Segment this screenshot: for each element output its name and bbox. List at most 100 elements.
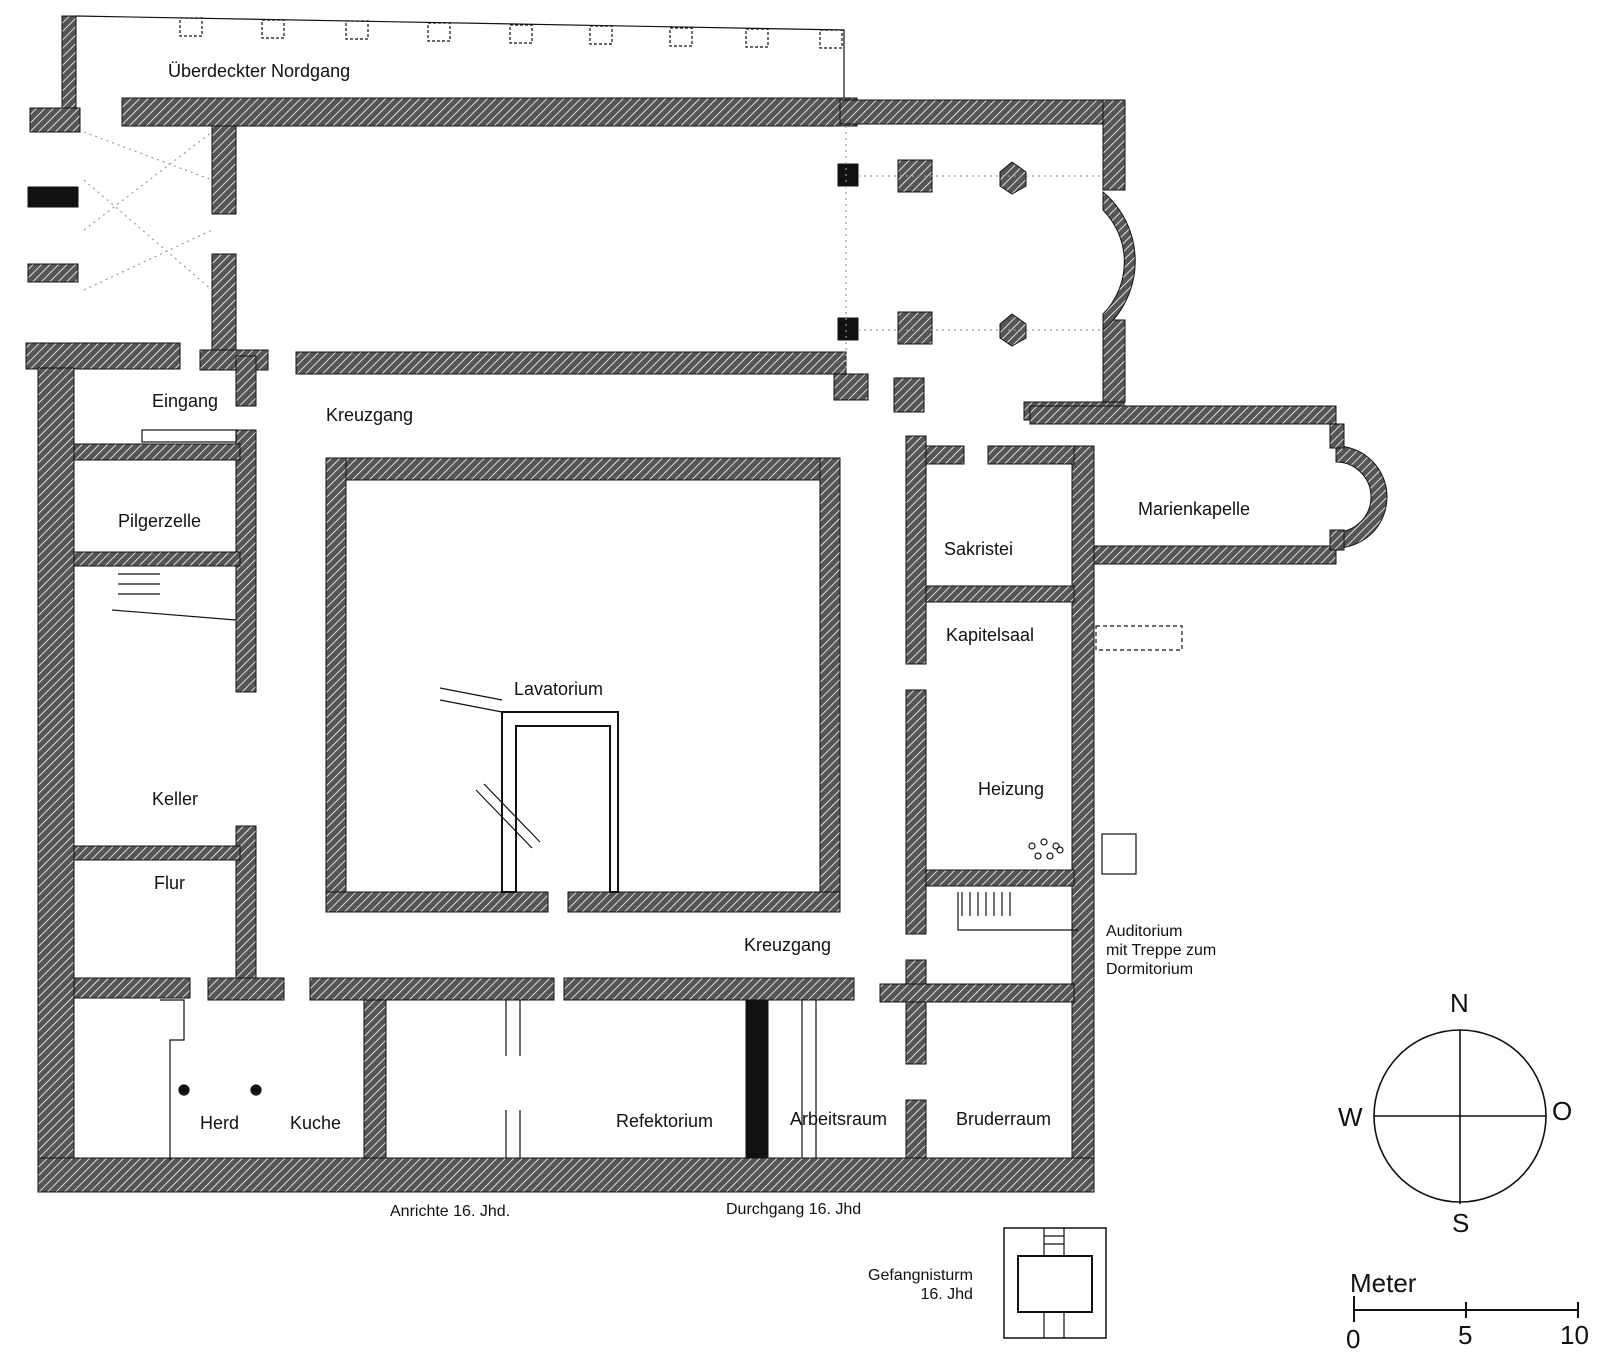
chapter-outside-step xyxy=(1095,625,1183,651)
stair-auditorium xyxy=(957,892,1078,931)
wall-entry-pier-lower xyxy=(211,253,237,357)
wall-south-cloister-1 xyxy=(73,977,191,999)
gefangnisturm-stair xyxy=(1043,1228,1065,1338)
wall-east-range-east xyxy=(1071,445,1095,1159)
compass-south: S xyxy=(1452,1208,1470,1238)
wall-nordgang-south xyxy=(121,97,858,127)
wall-south-range-outer xyxy=(37,1157,1095,1193)
entry-vault-lines xyxy=(83,131,213,291)
pillar-7 xyxy=(893,377,925,413)
label-marienkapelle: Marienkapelle xyxy=(1138,499,1251,519)
wall-south-cloister-4 xyxy=(563,977,855,1001)
compass-rose xyxy=(1373,1029,1547,1204)
label-anrichte: Anrichte 16. Jhd. xyxy=(390,1203,511,1220)
wall-north-cloister-2 xyxy=(199,349,269,371)
wall-sacristy-north-2 xyxy=(987,445,1075,465)
gefangnisturm-outline xyxy=(1003,1227,1107,1339)
label-gefangnisturm: Gefangnisturm 16. Jhd xyxy=(868,1267,973,1304)
label-herd: Herd xyxy=(200,1113,240,1133)
wall-garth-north xyxy=(325,457,841,481)
wall-east-range-west-4 xyxy=(905,1099,927,1161)
pillar-4 xyxy=(837,317,859,341)
wall-chapel-apse-pier-1 xyxy=(1329,423,1345,449)
heizung-vents xyxy=(1028,838,1064,860)
wall-sacristy-south xyxy=(925,585,1075,603)
nordgang-pier-4 xyxy=(427,22,451,42)
wall-north-cloister-3 xyxy=(295,351,847,375)
wall-east-range-west-3 xyxy=(905,959,927,1065)
pillar-6 xyxy=(999,313,1027,347)
anrichte-wall xyxy=(505,1000,521,1158)
compass-east: O xyxy=(1552,1096,1573,1126)
hearth-post-1 xyxy=(178,1084,190,1096)
label-sakristei: Sakristei xyxy=(944,539,1014,559)
label-durchgang: Durchgang 16. Jhd xyxy=(726,1201,862,1218)
label-heizung: Heizung xyxy=(978,779,1045,799)
wall-sacristy-north-1 xyxy=(925,445,965,465)
nordgang-outline xyxy=(75,15,845,98)
wall-church-east-lower xyxy=(1102,319,1126,403)
wall-church-east-upper xyxy=(1102,99,1126,191)
wall-entry-pier-foot xyxy=(235,355,257,407)
lavatorium-outline xyxy=(501,711,619,893)
pillar-1 xyxy=(837,163,859,187)
nordgang-pier-9 xyxy=(819,29,843,49)
wall-pilgerzelle-south xyxy=(73,551,241,567)
nordgang-pier-3 xyxy=(345,20,369,40)
hearth-post-2 xyxy=(250,1084,262,1096)
wall-chapel-north xyxy=(1029,405,1337,425)
scale-bar xyxy=(1353,1296,1579,1322)
scale-title: Meter xyxy=(1350,1268,1417,1298)
wall-west-range-outer xyxy=(37,367,75,1193)
durchgang-walls xyxy=(801,1000,817,1158)
wall-nordgang-west xyxy=(61,15,77,109)
wall-garth-east xyxy=(819,457,841,913)
wall-entry-pier-upper xyxy=(211,125,237,215)
wall-garth-south-1 xyxy=(325,891,549,913)
wall-chapel-apse-pier-2 xyxy=(1329,529,1345,551)
label-refektorium: Refektorium xyxy=(616,1111,714,1131)
wall-garth-west xyxy=(325,457,347,913)
walls xyxy=(25,15,1388,1339)
label-kreuzgang-south: Kreuzgang xyxy=(744,935,832,955)
wall-chapel-south xyxy=(1087,545,1337,565)
stair-pilgerzelle xyxy=(111,573,237,621)
wall-auditorium-south xyxy=(879,983,1075,1003)
wall-kitchen-east xyxy=(363,999,387,1159)
nordgang-pier-5 xyxy=(509,24,533,44)
label-bruderraum: Bruderraum xyxy=(956,1109,1052,1129)
scale-tick-10: 10 xyxy=(1560,1320,1589,1350)
wall-church-pier-foot xyxy=(833,373,869,401)
plan-details xyxy=(75,15,1183,1338)
label-lavatorium: Lavatorium xyxy=(514,679,604,699)
gefangnisturm-core xyxy=(1017,1255,1093,1313)
nordgang-pier-7 xyxy=(669,27,693,47)
wall-chapter-south xyxy=(925,869,1075,887)
church-vault-lines xyxy=(845,126,1103,370)
wall-keller-south xyxy=(73,845,241,861)
pillar-3 xyxy=(999,161,1027,195)
label-flur: Flur xyxy=(154,873,185,893)
kitchen-hearth xyxy=(160,999,185,1160)
wall-church-apse xyxy=(1102,190,1136,332)
wall-west-stub-1 xyxy=(29,107,81,133)
wall-refektorium-east xyxy=(745,999,769,1159)
wall-north-cloister-1 xyxy=(25,342,181,370)
wall-garth-south-2 xyxy=(567,891,841,913)
label-pilgerzelle: Pilgerzelle xyxy=(118,511,202,531)
compass-north: N xyxy=(1450,988,1469,1018)
wall-east-range-west-1 xyxy=(905,435,927,665)
scale-tick-5: 5 xyxy=(1458,1320,1473,1350)
scale-tick-0: 0 xyxy=(1346,1324,1361,1354)
label-eingang: Eingang xyxy=(152,391,219,411)
compass-west: W xyxy=(1338,1102,1363,1132)
label-kuche: Kuche xyxy=(290,1113,342,1133)
label-arbeitsraum: Arbeitsraum xyxy=(790,1109,888,1129)
nordgang-pier-8 xyxy=(745,28,769,48)
wall-church-north xyxy=(839,99,1126,125)
wall-pilgerzelle-north xyxy=(73,443,241,461)
lavatorium-pipes xyxy=(439,687,541,849)
nordgang-pier-1 xyxy=(179,17,203,37)
stair-east-outer xyxy=(1101,833,1137,875)
